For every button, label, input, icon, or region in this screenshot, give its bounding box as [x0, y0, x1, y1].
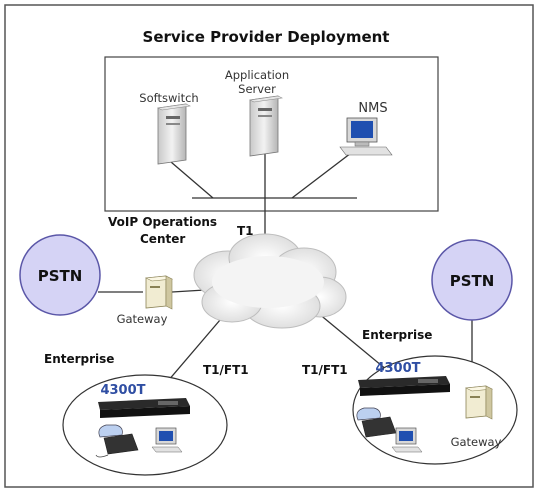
application-server-label-2: Server: [238, 82, 276, 96]
application-server-icon: [249, 95, 283, 157]
phone-left-icon: [95, 424, 139, 458]
gateway-right-label: Gateway: [451, 435, 502, 449]
computer-right-icon: [391, 427, 423, 453]
gateway-left-icon: [144, 275, 174, 310]
application-server-label-1: Application: [225, 68, 289, 82]
diagram-title: Service Provider Deployment: [143, 28, 390, 46]
gateway-left-label: Gateway: [117, 312, 168, 326]
nms-computer-icon: [339, 117, 393, 156]
voip-operations-label-1: VoIP Operations: [108, 215, 217, 229]
nms-label: NMS: [358, 101, 387, 116]
enterprise-right-label: Enterprise: [362, 328, 432, 342]
pstn-right-circle: [431, 239, 513, 321]
router-left-icon: [98, 398, 190, 418]
t1ft1-left-label: T1/FT1: [203, 363, 249, 377]
t1ft1-right-label: T1/FT1: [302, 363, 348, 377]
nms-link: [291, 149, 356, 199]
phone-right-icon: [356, 407, 397, 438]
pstn-left-label: PSTN: [38, 267, 83, 285]
device-left-label: 4300T: [100, 383, 145, 398]
router-right-icon: [358, 376, 450, 396]
t1-label: T1: [237, 224, 254, 238]
t1ft1-right-link: [317, 312, 394, 376]
device-right-label: 4300T: [375, 361, 420, 376]
cloud-highlight: [212, 256, 324, 308]
enterprise-left-label: Enterprise: [44, 352, 114, 366]
pstn-right-label: PSTN: [450, 272, 495, 290]
gateway-left-link: [171, 289, 206, 293]
softswitch-label: Softswitch: [139, 91, 198, 105]
computer-left-icon: [151, 427, 183, 453]
pstn-left-circle: [19, 234, 101, 316]
softswitch-link: [170, 161, 214, 199]
gateway-right-icon: [464, 385, 494, 420]
softswitch-server-icon: [157, 103, 191, 165]
voip-operations-label-2: Center: [140, 232, 185, 246]
